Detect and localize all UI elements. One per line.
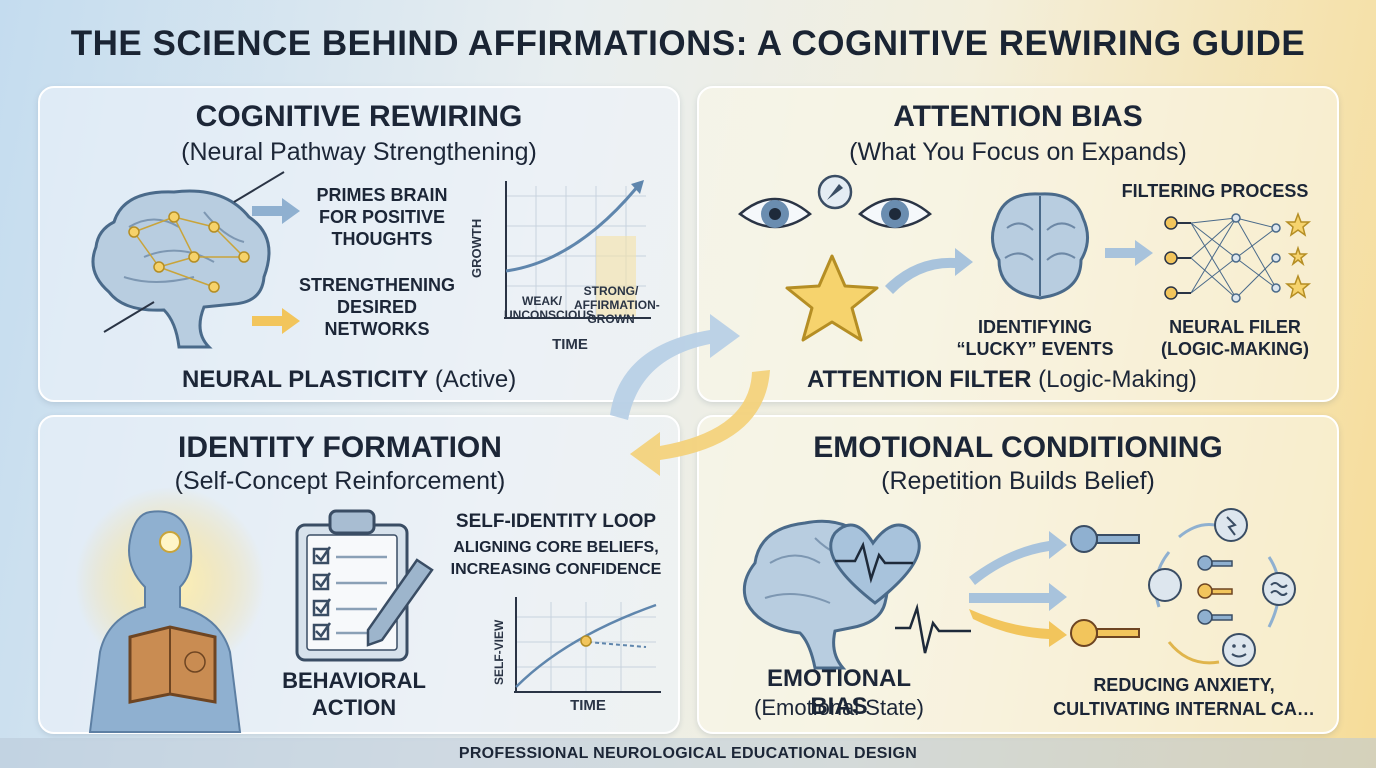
neural-plasticity-rest: (Active) (428, 366, 517, 393)
emotional-state-label: (Emotional State) (754, 695, 924, 720)
brain-heart-icon (742, 519, 971, 670)
eyes-compass-icon (737, 174, 933, 229)
arrow-to-brain-icon (885, 248, 973, 294)
emotional-subheading: (Repetition Builds Belief) (881, 467, 1155, 495)
neural-plasticity-label: NEURAL PLASTICITY (Active) (182, 366, 516, 394)
label-filtering-process: FILTERING PROCESS (1121, 181, 1309, 201)
footer-bar: PROFESSIONAL NEUROLOGICAL EDUCATIONAL DE… (0, 738, 1376, 768)
attention-heading: ATTENTION BIAS (893, 100, 1143, 133)
arrow-right-gold-icon (252, 308, 300, 334)
time-axis-label: TIME (552, 336, 588, 353)
growth-axis-label: GROWTH (469, 218, 484, 278)
page-title: THE SCIENCE BEHIND AFFIRMATIONS: A COGNI… (70, 24, 1306, 63)
attention-filter-label: ATTENTION FILTER (Logic-Making) (807, 366, 1197, 394)
arrow-right-icon (252, 198, 300, 224)
clipboard-checklist-icon (295, 509, 434, 662)
label-aligning-beliefs: ALIGNING CORE BELIEFS, INCREASING CONFID… (450, 539, 662, 578)
growth-chart (504, 180, 651, 319)
emotional-bias-label: EMOTIONAL BIAS (739, 665, 939, 721)
emotional-bias-bold: EMOTIONAL BIAS (767, 665, 911, 720)
conditioning-arrows-icon (969, 508, 1296, 667)
identity-heading: IDENTITY FORMATION (178, 431, 502, 464)
attention-filter-bold: ATTENTION FILTER (807, 366, 1032, 393)
cognitive-subheading: (Neural Pathway Strengthening) (181, 138, 537, 166)
self-view-axis-label: SELF-VIEW (492, 619, 506, 685)
panel-attention-bias: ATTENTION BIAS (What You Focus on Expand… (697, 86, 1339, 402)
cognitive-heading: COGNITIVE REWIRING (195, 100, 523, 133)
label-self-identity-loop: SELF-IDENTITY LOOP (455, 511, 657, 532)
footer-text: PROFESSIONAL NEUROLOGICAL EDUCATIONAL DE… (458, 745, 918, 762)
identity-time-axis-label: TIME (570, 697, 606, 714)
label-neural-filter: NEURAL FILER (LOGIC-MAKING) (1161, 317, 1309, 359)
identity-subheading: (Self-Concept Reinforcement) (174, 467, 506, 495)
self-view-chart (514, 597, 661, 693)
label-strengthening: STRENGTHENING DESIRED NETWORKS (298, 275, 455, 339)
neural-plasticity-bold: NEURAL PLASTICITY (182, 366, 429, 393)
chart-strong-label: STRONG/ AFFIRMATION- GROWN (574, 284, 660, 326)
neural-filter-icon (1164, 211, 1312, 303)
label-primes-brain: PRIMES BRAIN FOR POSITIVE THOUGHTS (316, 185, 448, 249)
label-reducing-anxiety: REDUCING ANXIETY, CULTIVATING INTERNAL C… (1053, 675, 1315, 719)
panel-cognitive-rewiring: COGNITIVE REWIRING (Neural Pathway Stren… (38, 86, 680, 402)
brain-network-icon (91, 171, 285, 349)
emotional-heading: EMOTIONAL CONDITIONING (813, 431, 1223, 464)
brain-icon (991, 192, 1089, 300)
label-behavioral-action: BEHAVIORAL ACTION (282, 668, 426, 720)
arrow-to-filter-icon (1105, 240, 1153, 266)
panel-identity-formation: IDENTITY FORMATION (Self-Concept Reinfor… (38, 415, 680, 734)
panel-emotional-conditioning: EMOTIONAL CONDITIONING (Repetition Build… (697, 415, 1339, 734)
person-reading-icon (75, 487, 265, 733)
attention-filter-rest: (Logic-Making) (1031, 366, 1197, 393)
attention-subheading: (What You Focus on Expands) (849, 138, 1187, 166)
label-identifying-events: IDENTIFYING “LUCKY” EVENTS (956, 317, 1114, 359)
cycle-arrows (610, 314, 770, 476)
chart-weak-label: WEAK/ UNCONSCIOUS (504, 294, 595, 322)
star-icon (785, 254, 879, 342)
